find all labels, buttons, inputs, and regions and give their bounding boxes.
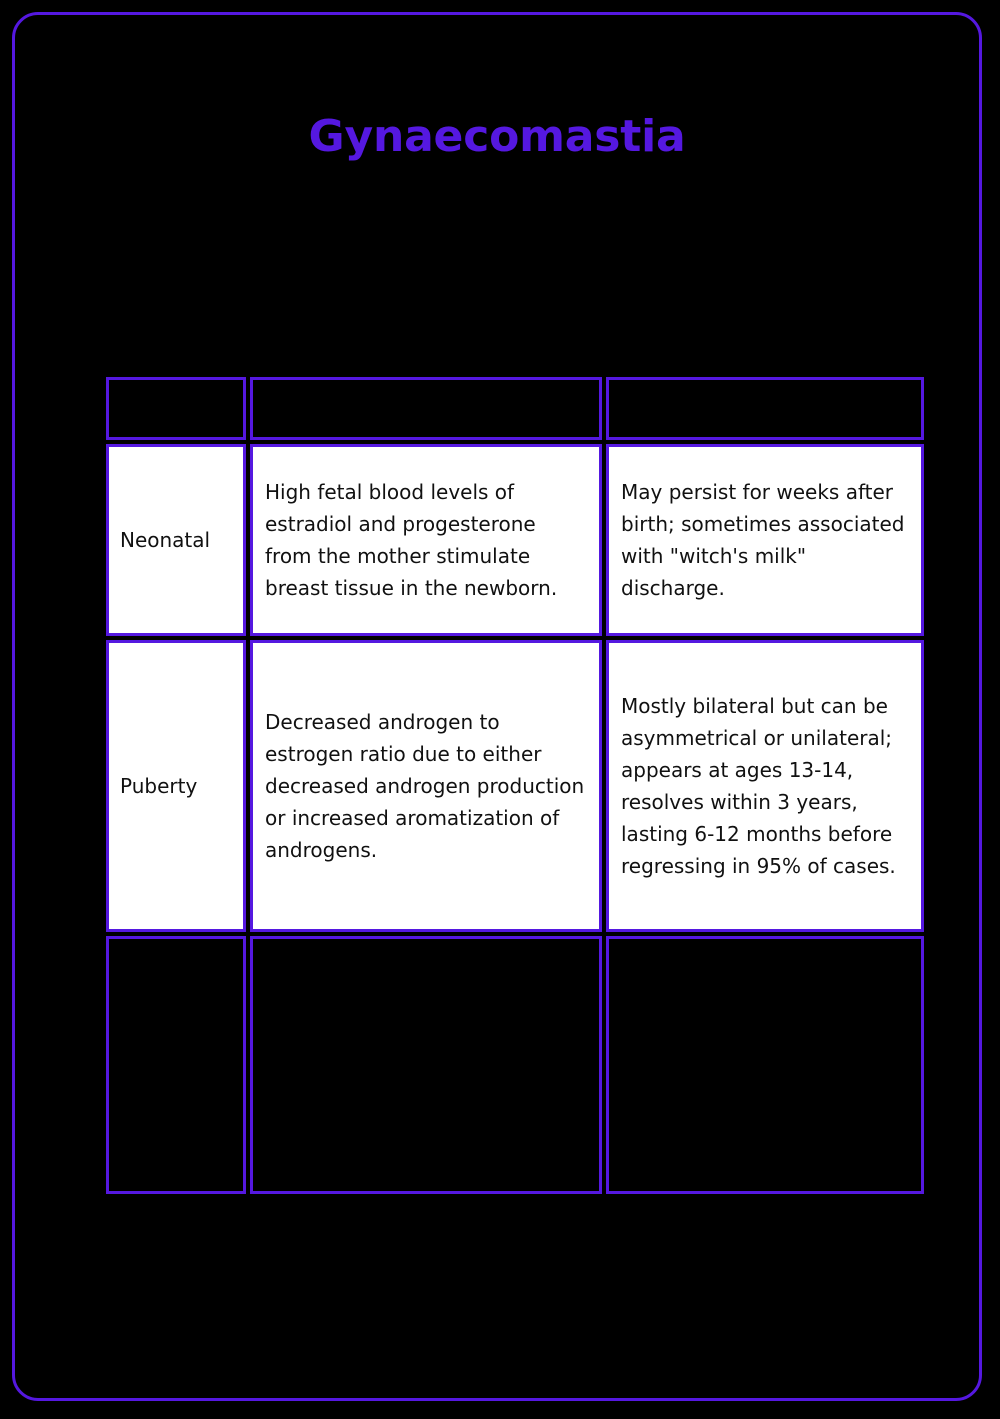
table-cell-features-text bbox=[609, 942, 921, 1188]
table-header-label-stage bbox=[109, 383, 243, 434]
table-header-label-features bbox=[609, 383, 921, 434]
table-cell-stage bbox=[106, 936, 246, 1194]
table-cell-mechanism-text: Decreased androgen to estrogen ratio due… bbox=[265, 710, 585, 862]
table-cell-features: May persist for weeks after birth; somet… bbox=[606, 444, 924, 636]
table-header-cell-stage bbox=[106, 377, 246, 440]
table-row: Neonatal High fetal blood levels of estr… bbox=[106, 444, 924, 636]
table-cell-stage: Neonatal bbox=[106, 444, 246, 636]
table-cell-mechanism: Decreased androgen to estrogen ratio due… bbox=[250, 640, 602, 932]
table-cell-mechanism: High fetal blood levels of estradiol and… bbox=[250, 444, 602, 636]
table-cell-mechanism-text: High fetal blood levels of estradiol and… bbox=[265, 480, 558, 600]
table-header-cell-features bbox=[606, 377, 924, 440]
table-cell-stage-text bbox=[109, 942, 243, 1188]
table-cell-stage-text: Puberty bbox=[120, 774, 198, 798]
table-row: Puberty Decreased androgen to estrogen r… bbox=[106, 640, 924, 932]
face-with-medical-mask-emoji: 😷 bbox=[470, 234, 524, 292]
table-header-label-mechanism bbox=[253, 383, 599, 434]
table-header-cell-mechanism bbox=[250, 377, 602, 440]
table-header-row bbox=[106, 377, 924, 440]
table-cell-features bbox=[606, 936, 924, 1194]
emoji-container: 😷 bbox=[15, 233, 979, 303]
comparison-table-container: Neonatal High fetal blood levels of estr… bbox=[102, 373, 924, 1198]
table-cell-mechanism bbox=[250, 936, 602, 1194]
table-cell-stage-text: Neonatal bbox=[120, 528, 211, 552]
comparison-table: Neonatal High fetal blood levels of estr… bbox=[102, 373, 928, 1198]
table-cell-mechanism-text bbox=[253, 942, 599, 1188]
table-cell-features-text: May persist for weeks after birth; somet… bbox=[621, 480, 905, 600]
table-cell-features: Mostly bilateral but can be asymmetrical… bbox=[606, 640, 924, 932]
table-cell-features-text: Mostly bilateral but can be asymmetrical… bbox=[621, 694, 896, 878]
page-title: Gynaecomastia bbox=[308, 111, 686, 162]
table-cell-stage: Puberty bbox=[106, 640, 246, 932]
content-card: Gynaecomastia 😷 bbox=[12, 12, 982, 1401]
table-row bbox=[106, 936, 924, 1194]
